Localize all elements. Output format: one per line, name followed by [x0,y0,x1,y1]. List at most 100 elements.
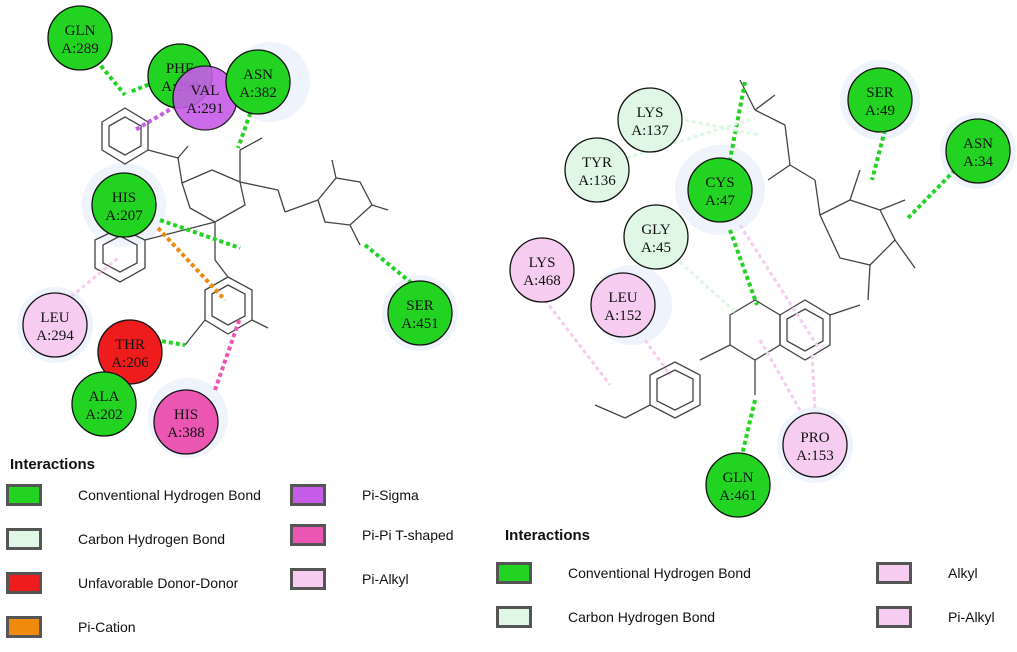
legend-item-alkyl: Alkyl [876,562,978,584]
residue-id: A:47 [705,193,736,209]
left-ligand [94,107,389,346]
right-residue-ser-a49: SER A:49 [847,67,913,133]
residue-name: ASN [243,67,273,83]
residue-id: A:45 [641,240,671,256]
legend-item-pi-sigma: Pi-Sigma [290,484,419,506]
residue-id: A:461 [719,488,757,504]
legend-label: Carbon Hydrogen Bond [78,531,226,547]
residue-name: TYR [582,155,612,171]
residue-circle [509,237,575,303]
right-residue-gln-a461: GLN A:461 [705,452,771,518]
residue-name: GLN [65,23,96,39]
legend-swatch [6,616,42,638]
legend-item-pi-cation: Pi-Cation [6,616,136,638]
right-legend-title: Interactions [505,527,591,544]
residue-id: A:388 [167,425,205,441]
residue-circle [47,5,113,71]
residue-name: LYS [529,255,556,271]
right-residue-tyr-a136: TYR A:136 [564,137,630,203]
residue-name: LYS [637,105,664,121]
legend-swatch [496,562,532,584]
residue-id: A:202 [85,407,123,423]
residue-name: ASN [963,136,993,152]
legend-item-conventional-hb: Conventional Hydrogen Bond [496,562,751,584]
residue-id: A:152 [604,308,642,324]
residue-circle [225,49,291,115]
residue-name: HIS [174,407,198,423]
residue-layer: GLNA:289PHEA:290VALA:291ASNA:382HISA:207… [22,5,1011,518]
legend-label: Pi-Alkyl [948,609,995,625]
residue-id: A:289 [61,41,99,57]
left-legend-title: Interactions [10,456,96,473]
legend-label: Conventional Hydrogen Bond [568,565,751,581]
left-residue-gln-a289: GLN A:289 [47,5,113,71]
residue-id: A:451 [401,316,439,332]
residue-name: ALA [89,389,120,405]
residue-name: VAL [191,83,220,99]
legend-label: Unfavorable Donor-Donor [78,575,239,591]
residue-circle [153,389,219,455]
residue-name: SER [866,85,894,101]
legend-swatch [876,606,912,628]
left-residue-thr-a206: THR A:206 [97,319,163,385]
residue-name: THR [115,337,145,353]
residue-circle [91,172,157,238]
residue-name: GLY [641,222,670,238]
residue-id: A:382 [239,85,277,101]
residue-id: A:468 [523,273,561,289]
residue-circle [97,319,163,385]
residue-id: A:291 [186,101,224,117]
residue-circle [782,412,848,478]
legend-item-pi-pi-tshaped: Pi-Pi T-shaped [290,524,454,546]
legend-label: Carbon Hydrogen Bond [568,609,716,625]
residue-id: A:207 [105,208,143,224]
legend-swatch [6,528,42,550]
legend-item-conventional-hb: Conventional Hydrogen Bond [6,484,261,506]
legend-item-pi-alkyl: Pi-Alkyl [290,568,409,590]
residue-id: A:294 [36,328,74,344]
residue-circle [564,137,630,203]
legend-label: Pi-Alkyl [362,571,409,587]
legend-item-pi-alkyl: Pi-Alkyl [876,606,995,628]
left-residue-his-a207: HIS A:207 [91,172,157,238]
legend-swatch [6,572,42,594]
residue-name: LEU [40,310,69,326]
right-residue-gly-a45: GLY A:45 [623,204,689,270]
legend-item-unfavorable: Unfavorable Donor-Donor [6,572,238,594]
residue-name: CYS [705,175,734,191]
residue-name: GLN [723,470,754,486]
legend-label: Pi-Sigma [362,487,419,503]
residue-circle [945,118,1011,184]
residue-circle [617,87,683,153]
right-residue-cys-a47: CYS A:47 [687,157,753,223]
left-residue-his-a388: HIS A:388 [153,389,219,455]
residue-name: HIS [112,190,136,206]
residue-circle [705,452,771,518]
residue-id: A:206 [111,355,149,371]
legend-swatch [496,606,532,628]
residue-circle [387,280,453,346]
residue-circle [71,371,137,437]
legend-label: Pi-Cation [78,619,136,635]
legend-swatch [6,484,42,506]
legend-label: Pi-Pi T-shaped [362,527,454,543]
right-residue-lys-a468: LYS A:468 [509,237,575,303]
left-residue-ala-a202: ALA A:202 [71,371,137,437]
legend-label: Alkyl [948,565,978,581]
left-residue-asn-a382: ASN A:382 [225,49,291,115]
residue-circle [847,67,913,133]
right-interaction-lines [543,81,957,456]
left-residue-leu-a294: LEU A:294 [22,292,88,358]
legend-swatch [876,562,912,584]
residue-name: PRO [800,430,829,446]
residue-id: A:136 [578,173,616,189]
residue-circle [687,157,753,223]
residue-id: A:49 [865,103,895,119]
